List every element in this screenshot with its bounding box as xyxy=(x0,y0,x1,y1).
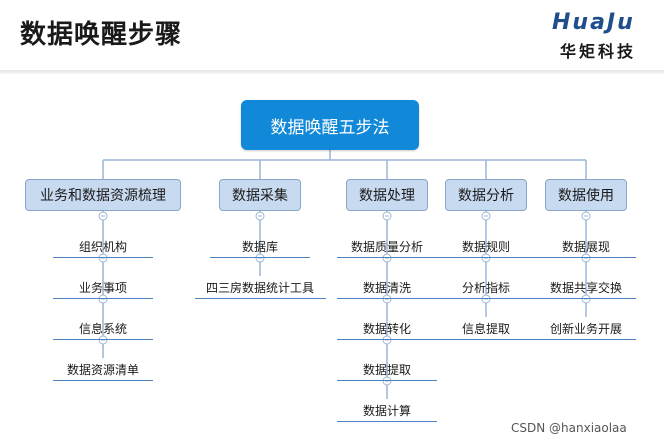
leaf-item: 业务事项 xyxy=(78,281,127,295)
leaf-item: 四三房数据统计工具 xyxy=(205,281,314,295)
category-node: 数据采集 xyxy=(219,179,301,211)
leaf-item: 数据资源清单 xyxy=(66,363,139,377)
leaf-item: 创新业务开展 xyxy=(549,322,622,336)
leaf-underline xyxy=(536,339,636,340)
leaf-item: 分析指标 xyxy=(461,281,510,295)
leaf-underline xyxy=(337,339,437,340)
leaf-underline xyxy=(194,298,326,299)
leaf-underline xyxy=(536,298,636,299)
leaf-item: 数据计算 xyxy=(362,404,411,418)
leaf-item: 数据提取 xyxy=(362,363,411,377)
leaf-item: 信息提取 xyxy=(461,322,510,336)
category-node: 业务和数据资源梳理 xyxy=(25,179,181,211)
leaf-item: 数据转化 xyxy=(362,322,411,336)
leaf-item: 信息系统 xyxy=(78,322,127,336)
leaf-item: 数据共享交换 xyxy=(549,281,622,295)
leaf-underline xyxy=(53,257,153,258)
page-title: 数据唤醒步骤 xyxy=(20,20,183,50)
leaf-item: 数据质量分析 xyxy=(350,240,423,254)
leaf-underline xyxy=(436,339,536,340)
leaf-underline xyxy=(337,421,437,422)
leaf-underline xyxy=(210,257,310,258)
leaf-item: 数据清洗 xyxy=(362,281,411,295)
leaf-item: 数据规则 xyxy=(461,240,510,254)
leaf-underline xyxy=(53,298,153,299)
leaf-underline xyxy=(337,298,437,299)
leaf-underline xyxy=(436,257,536,258)
logo-company-name: 华矩科技 xyxy=(560,42,637,61)
leaf-item: 数据展现 xyxy=(561,240,610,254)
leaf-underline xyxy=(337,257,437,258)
leaf-underline xyxy=(53,380,153,381)
leaf-underline xyxy=(337,380,437,381)
diagram-root-node: 数据唤醒五步法 xyxy=(241,100,419,150)
company-logo: HuaJu 华矩科技 xyxy=(548,10,648,61)
leaf-item: 数据库 xyxy=(241,240,278,254)
leaf-underline xyxy=(53,339,153,340)
watermark: CSDN @hanxiaolaa xyxy=(511,421,627,435)
leaf-underline xyxy=(436,298,536,299)
header-divider xyxy=(0,70,664,74)
category-node: 数据处理 xyxy=(346,179,428,211)
category-node: 数据使用 xyxy=(545,179,627,211)
category-node: 数据分析 xyxy=(445,179,527,211)
logo-wordmark: HuaJu xyxy=(552,10,635,35)
leaf-underline xyxy=(536,257,636,258)
leaf-item: 组织机构 xyxy=(78,240,127,254)
